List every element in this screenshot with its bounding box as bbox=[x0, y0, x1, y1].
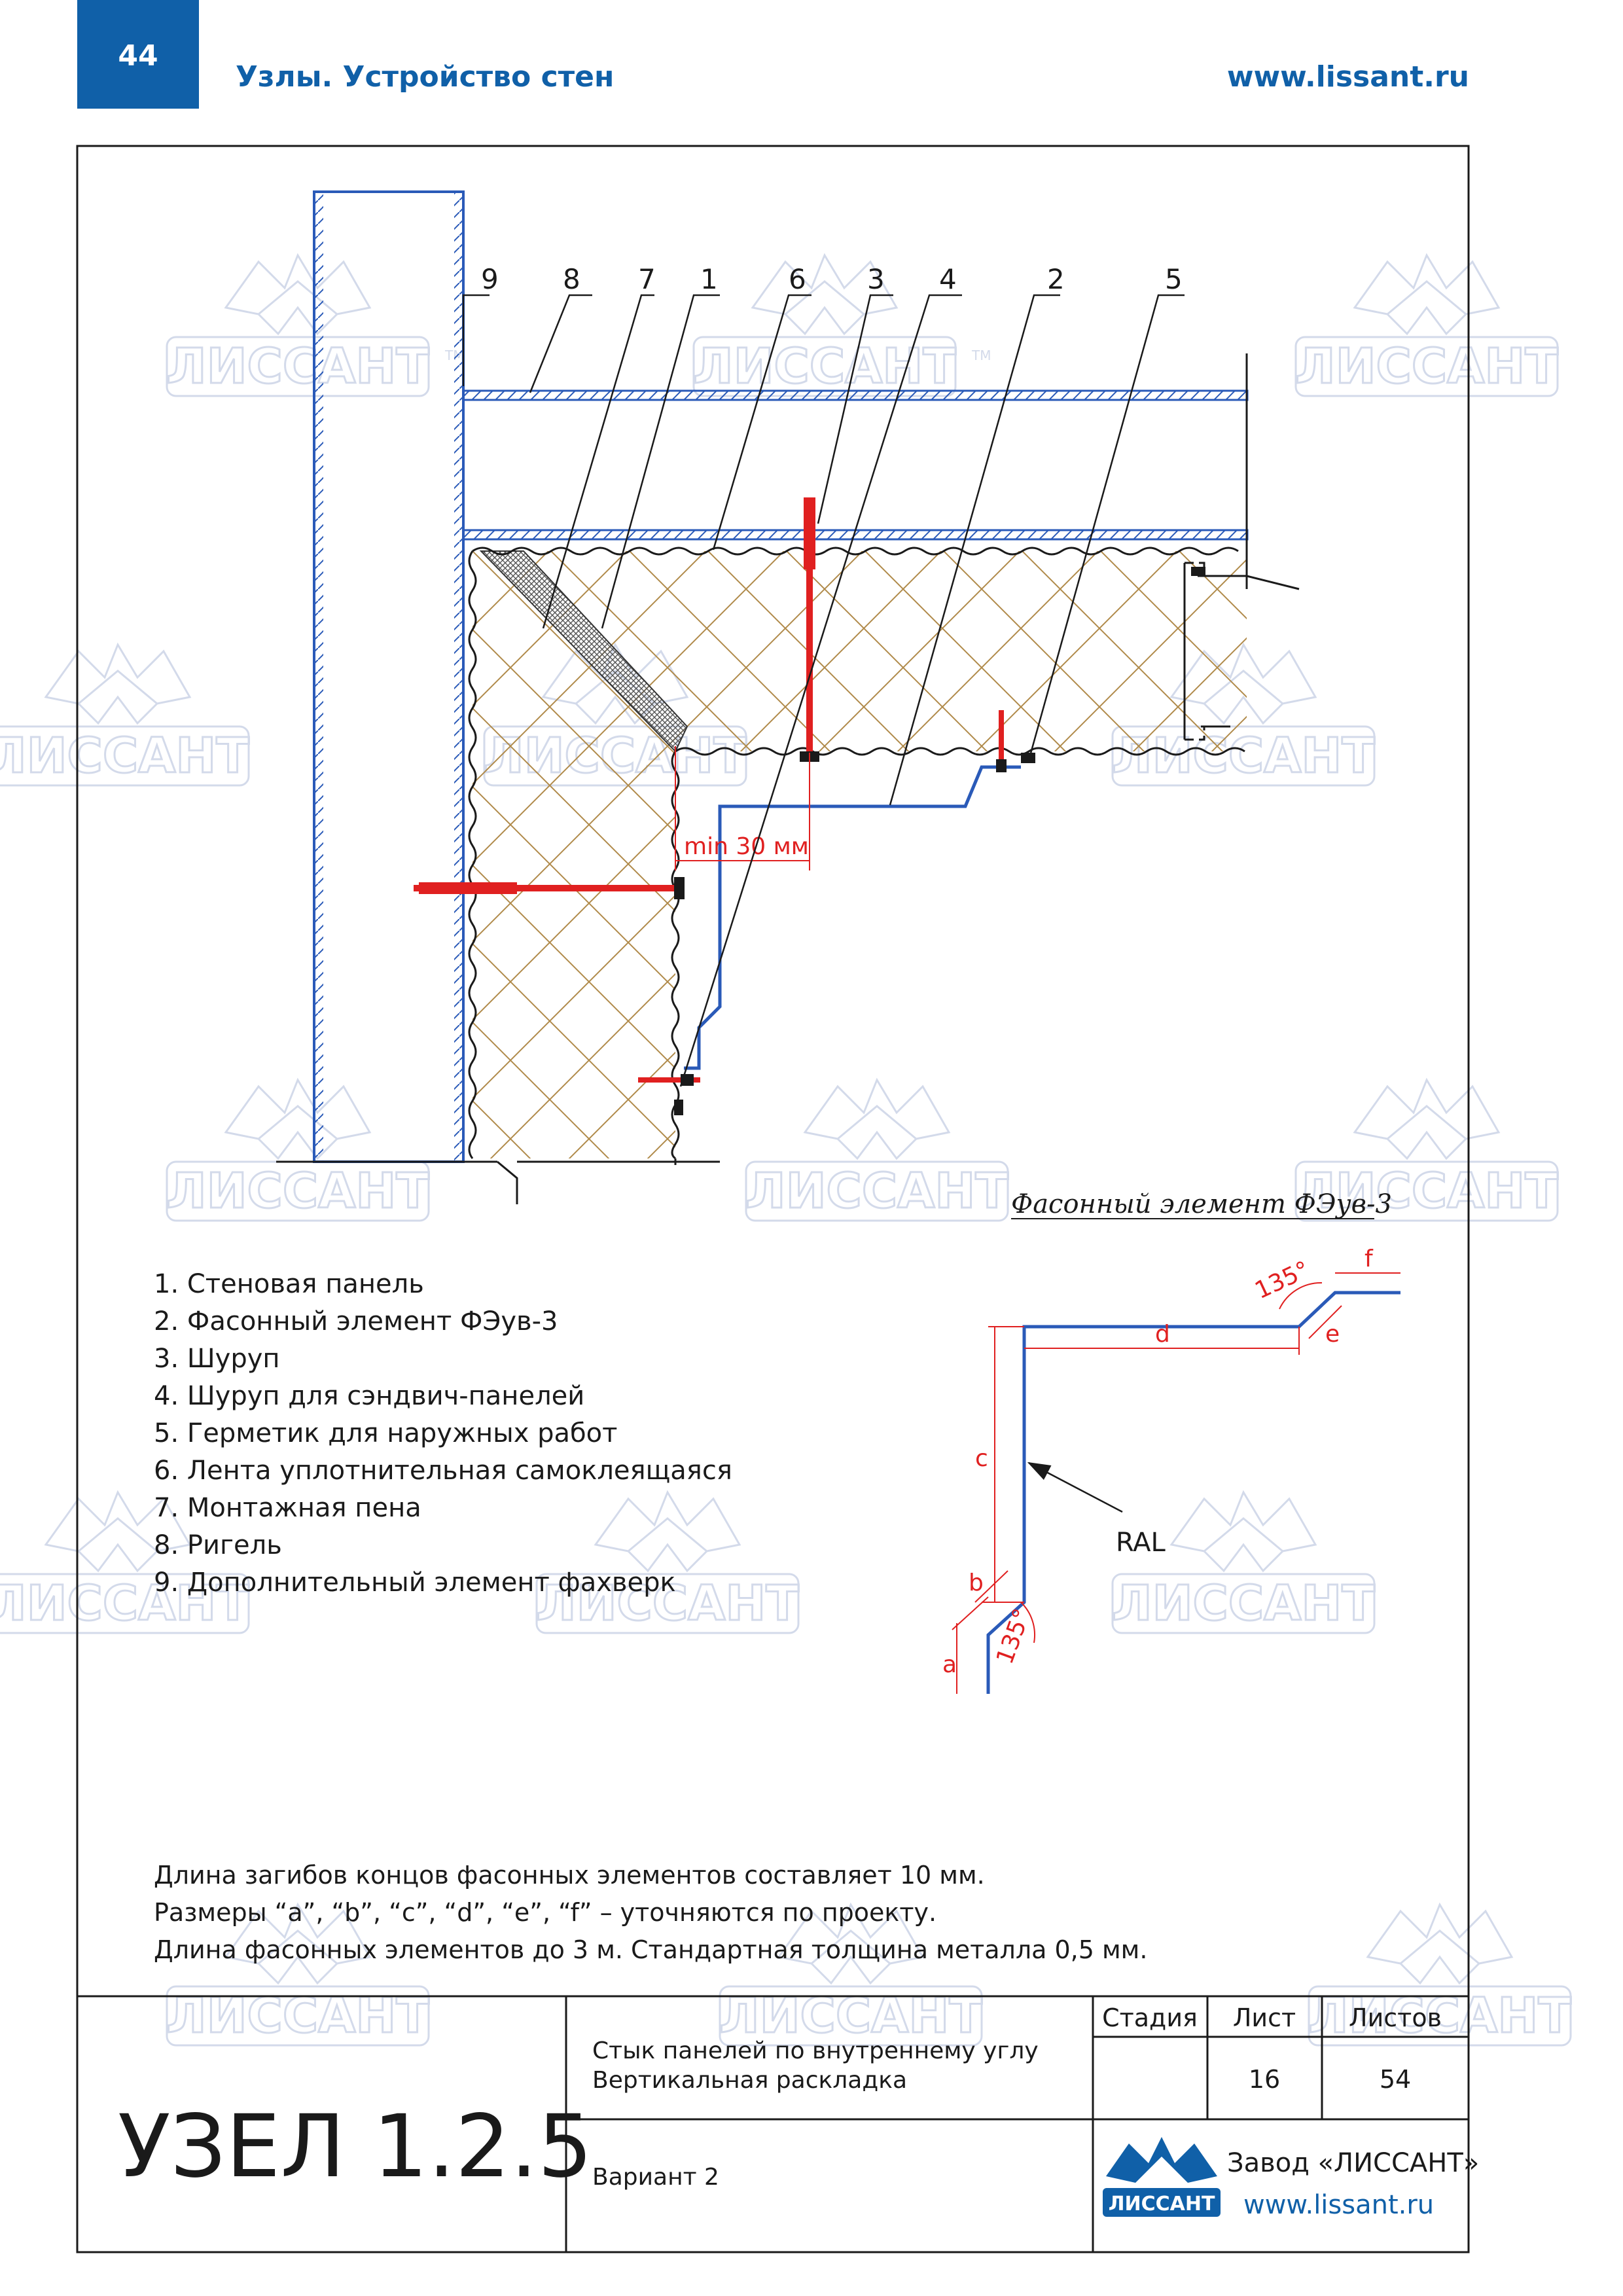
callout-5: 5 bbox=[1165, 263, 1183, 295]
sheet-header: Лист bbox=[1233, 2003, 1296, 2032]
profile-title: Фасонный элемент ФЭув-3 bbox=[1011, 1189, 1392, 1219]
break-lines bbox=[276, 353, 1300, 1204]
junction-drawing: min 30 мм 9 8 7 1 6 3 4 2 5 bbox=[276, 190, 1300, 1204]
watermark-text: ЛИССАНТ bbox=[1295, 1163, 1558, 1219]
watermark-logo-icon: ЛИССАНТ bbox=[535, 1491, 800, 1634]
watermark-text: ЛИССАНТ bbox=[536, 1575, 799, 1632]
ral-leader bbox=[1027, 1462, 1123, 1513]
legend-item: 9. Дополнительный элемент фахверк bbox=[154, 1568, 676, 1598]
watermark-logo-icon: ЛИССАНТ bbox=[0, 1491, 251, 1634]
callout-numbers: 9 8 7 1 6 3 4 2 5 bbox=[481, 263, 1183, 295]
note-line: Размеры “a”, “b”, “c”, “d”, “e”, “f” – у… bbox=[154, 1898, 936, 1927]
watermark-text: ЛИССАНТ bbox=[1295, 338, 1558, 395]
watermark-text: ЛИССАНТ bbox=[693, 338, 956, 395]
watermark-text: ЛИССАНТ bbox=[166, 1163, 429, 1219]
min-dimension-label: min 30 мм bbox=[684, 833, 809, 860]
dim-label-e: e bbox=[1325, 1321, 1340, 1348]
legend-item: 3. Шуруп bbox=[154, 1344, 280, 1374]
title-block bbox=[77, 1995, 1469, 2252]
self-tapping-screw-icon bbox=[800, 497, 819, 762]
page-number: 44 bbox=[118, 39, 158, 73]
legend-item: 4. Шуруп для сэндвич-панелей bbox=[154, 1381, 584, 1411]
dim-label-b: b bbox=[969, 1570, 984, 1596]
dim-label-a: a bbox=[942, 1651, 957, 1678]
note-line: Длина загибов концов фасонных элементов … bbox=[154, 1861, 985, 1890]
sandwich-panel-screw-icon bbox=[414, 877, 685, 899]
stage-header: Стадия bbox=[1102, 2003, 1198, 2032]
sealant-bead bbox=[1021, 753, 1035, 763]
logo-text: ЛИССАНТ bbox=[1109, 2193, 1215, 2215]
watermark-logo-icon: ЛИССАНТ bbox=[1294, 1079, 1560, 1222]
company-name: Завод «ЛИССАНТ» bbox=[1227, 2148, 1479, 2178]
drawing-frame bbox=[76, 145, 1470, 2253]
callout-3: 3 bbox=[867, 263, 885, 295]
girder bbox=[462, 389, 1249, 541]
callout-6: 6 bbox=[789, 263, 806, 295]
callout-8: 8 bbox=[563, 263, 580, 295]
legend-item: 7. Монтажная пена bbox=[154, 1493, 421, 1523]
dim-label-d: d bbox=[1155, 1321, 1170, 1348]
profile-dimensions bbox=[952, 1272, 1400, 1694]
watermark-logo-icon: ЛИССАНТ bbox=[1294, 254, 1560, 397]
watermark-text: ЛИССАНТ bbox=[0, 728, 249, 784]
page-header: 44 Узлы. Устройство стен www.lissant.ru bbox=[77, 0, 1469, 109]
dim-label-f: f bbox=[1364, 1246, 1374, 1272]
callout-9: 9 bbox=[481, 263, 499, 295]
watermark-text: ЛИССАНТ bbox=[166, 338, 429, 395]
angle-bottom-label: 135° bbox=[991, 1605, 1036, 1668]
watermark-logo-icon: ЛИССАНТ bbox=[745, 1079, 1010, 1222]
drawing-notes: Длина загибов концов фасонных элементов … bbox=[154, 1861, 1147, 1964]
watermark-logo-icon: ЛИССАНТ bbox=[1111, 1491, 1376, 1634]
callout-2: 2 bbox=[1047, 263, 1065, 295]
watermark-text: ЛИССАНТ bbox=[745, 1163, 1008, 1219]
sheet-value: 16 bbox=[1249, 2065, 1280, 2094]
callout-7: 7 bbox=[638, 263, 656, 295]
corner-flashing-element bbox=[684, 765, 1021, 1070]
watermark-text: ЛИССАНТ bbox=[0, 1575, 249, 1632]
angle-top-label: 135° bbox=[1251, 1256, 1313, 1304]
callout-1: 1 bbox=[700, 263, 718, 295]
watermark-logo-icon: ЛИССАНТ bbox=[0, 643, 251, 787]
legend-item: 6. Лента уплотнительная самоклеящаяся bbox=[154, 1456, 732, 1486]
watermark-text: ЛИССАНТ bbox=[1112, 1575, 1375, 1632]
sealing-tape bbox=[1191, 567, 1205, 576]
description-line1: Стык панелей по внутреннему углу bbox=[592, 2037, 1039, 2064]
watermark-logo-icon: ЛИССАНТ bbox=[166, 1079, 431, 1222]
variant-label: Вариант 2 bbox=[592, 2164, 719, 2191]
callout-4: 4 bbox=[939, 263, 957, 295]
mounting-foam bbox=[479, 550, 688, 753]
legend-item: 1. Стеновая панель bbox=[154, 1269, 424, 1299]
description-line2: Вертикальная раскладка bbox=[592, 2067, 907, 2094]
panel-facings bbox=[468, 547, 1245, 1160]
page-number-tab bbox=[77, 0, 199, 109]
flashing-screw-icon bbox=[996, 710, 1007, 772]
note-line: Длина фасонных элементов до 3 м. Стандар… bbox=[154, 1935, 1147, 1964]
sheets-value: 54 bbox=[1380, 2065, 1411, 2094]
callout-leaders bbox=[462, 294, 1185, 1087]
component-legend: 1. Стеновая панель 2. Фасонный элемент Ф… bbox=[154, 1269, 732, 1598]
sheets-header: Листов bbox=[1349, 2003, 1442, 2032]
company-logo-icon: ЛИССАНТ bbox=[1103, 2137, 1221, 2217]
legend-item: 5. Герметик для наружных работ bbox=[154, 1418, 617, 1448]
legend-item: 8. Ригель bbox=[154, 1530, 282, 1560]
watermark-tm: TM bbox=[971, 348, 991, 363]
node-label: УЗЕЛ 1.2.5 bbox=[118, 2096, 593, 2197]
min-30-dimension bbox=[675, 746, 810, 870]
sealant-bead bbox=[674, 1100, 683, 1115]
dim-label-c: c bbox=[975, 1445, 988, 1472]
section-title: Узлы. Устройство стен bbox=[236, 60, 614, 94]
header-website-link[interactable]: www.lissant.ru bbox=[1227, 60, 1469, 94]
legend-item: 2. Фасонный элемент ФЭув-3 bbox=[154, 1306, 558, 1336]
ral-label: RAL bbox=[1116, 1528, 1166, 1558]
company-website-link[interactable]: www.lissant.ru bbox=[1243, 2190, 1434, 2220]
